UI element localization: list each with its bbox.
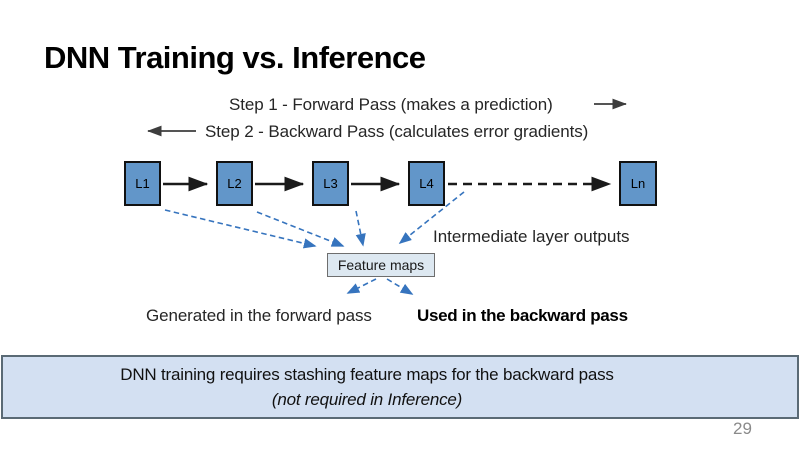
layer-label-l3: L3 [323, 176, 338, 191]
feature-map-arrow-from-l3 [355, 210, 366, 247]
step1-forward-pass-label: Step 1 - Forward Pass (makes a predictio… [229, 95, 553, 114]
layer-box-l2: L2 [216, 161, 253, 206]
page-title: DNN Training vs. Inference [44, 40, 426, 75]
used-backward-pass-label: Used in the backward pass [417, 306, 628, 325]
intermediate-layer-outputs-label: Intermediate layer outputs [433, 227, 630, 246]
step2-backward-pass-label: Step 2 - Backward Pass (calculates error… [205, 122, 589, 141]
feature-maps-split-left-arrow [346, 278, 377, 294]
feature-map-arrow-from-l1 [164, 209, 317, 249]
feature-maps-box: Feature maps [327, 253, 435, 277]
layer-label-ln: Ln [630, 176, 646, 191]
layer-box-l3: L3 [312, 161, 349, 206]
feature-map-arrow-from-l2 [256, 211, 345, 247]
layer-box-l4: L4 [408, 161, 445, 206]
banner-line2: (not required in Inference) [271, 389, 463, 409]
layer-label-l1: L1 [135, 176, 150, 191]
generated-forward-pass-label: Generated in the forward pass [146, 306, 372, 325]
feature-maps-split-right-arrow [386, 278, 414, 295]
layer-label-l2: L2 [227, 176, 242, 191]
layer-label-l4: L4 [419, 176, 434, 191]
layer-box-ln: Ln [619, 161, 657, 206]
page-number: 29 [733, 419, 752, 438]
feature-maps-label: Feature maps [337, 257, 425, 273]
banner-line1: DNN training requires stashing feature m… [120, 364, 614, 384]
summary-banner: DNN training requires stashing feature m… [1, 355, 799, 419]
layer-box-l1: L1 [124, 161, 161, 206]
